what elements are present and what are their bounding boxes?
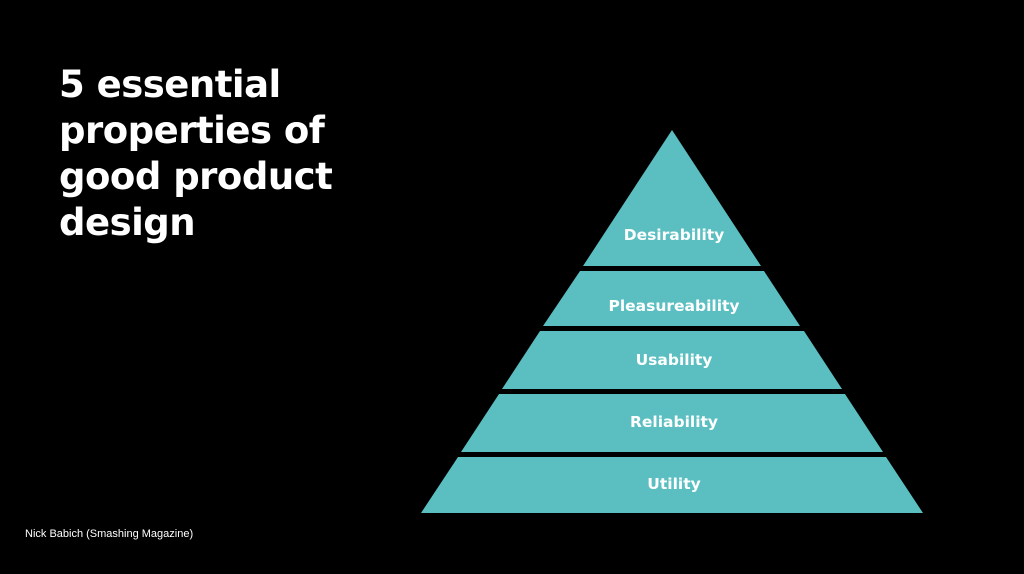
level-label: Reliability: [630, 413, 718, 431]
source-credit: Nick Babich (Smashing Magazine): [25, 528, 194, 540]
pyramid-level-desirability: Desirability: [583, 130, 761, 266]
title-line: 5 essential: [59, 63, 281, 106]
level-label: Utility: [647, 475, 700, 493]
title-line: design: [59, 201, 196, 244]
pyramid-level-reliability: Reliability: [461, 394, 883, 452]
title-line: good product: [59, 155, 333, 198]
level-label: Desirability: [624, 226, 725, 244]
level-label: Pleasureability: [608, 297, 739, 315]
slide-title: 5 essential properties of good product d…: [59, 62, 379, 246]
pyramid-level-usability: Usability: [502, 331, 842, 389]
pyramid-level-utility: Utility: [421, 457, 923, 513]
pyramid-level-pleasureability: Pleasureability: [543, 271, 800, 326]
level-label: Usability: [636, 351, 713, 369]
title-line: properties of: [59, 109, 325, 152]
